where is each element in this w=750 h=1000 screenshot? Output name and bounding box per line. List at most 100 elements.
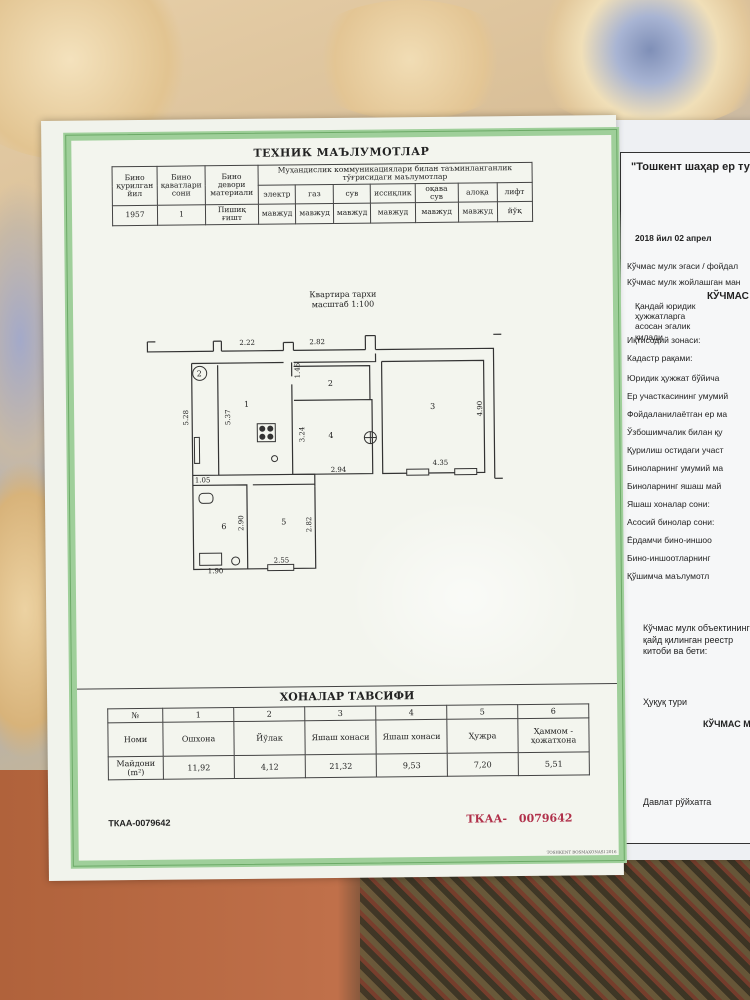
room-area: 9,53 [376, 753, 448, 778]
room-area: 4,12 [234, 754, 306, 779]
right-doc-subheading: КЎЧМАС М [703, 719, 750, 729]
right-doc-line: Яшаш хоналар сони: [627, 499, 710, 509]
right-doc-line: Ўзбошимчалик билан қу [627, 427, 723, 437]
utility-name: сув [333, 183, 371, 204]
rooms-header-area: Майдони (m²) [108, 756, 164, 780]
room-area: 11,92 [163, 755, 235, 780]
serial-number-right: ТКАА- 0079642 [466, 812, 572, 826]
utility-name: иссиқлик [370, 183, 416, 204]
right-doc-date: 2018 йил 02 апрел [635, 233, 712, 243]
dim-label: 1.05 [195, 476, 211, 484]
right-doc-title: "Тошкент шаҳар ер туз [631, 161, 750, 173]
utility-name: оқава сув [414, 182, 459, 203]
room-name: Ошхона [162, 721, 235, 757]
apartment-floor-plan: 2.22 2.82 1.46 5.28 5.37 3.24 2.94 4.90 … [146, 333, 503, 575]
room-no: 6 [517, 703, 589, 719]
utility-value: йўқ [497, 201, 533, 222]
room-area: 7,20 [447, 752, 519, 777]
right-doc-line: Кўчмас мулк жойлашган ман [627, 277, 741, 287]
utility-value: мавжуд [295, 203, 334, 224]
dim-label: 2.22 [239, 339, 255, 347]
header-wall: Бино девори материали [204, 165, 259, 205]
utility-value: мавжуд [415, 202, 459, 223]
rooms-table: № 1 2 3 4 5 6 Номи Ошхона Йўлак Яшаш хон… [107, 703, 590, 780]
right-doc-line: Қўшимча маълумотл [627, 571, 710, 581]
utility-name: лифт [496, 181, 533, 202]
value-floors: 1 [157, 204, 206, 225]
right-doc-line: Кўчмас мулк эгаси / фойдал [627, 261, 739, 271]
right-doc-line: Юридик ҳужжат бўйича [627, 373, 720, 383]
carpet [360, 860, 750, 1000]
room-area: 21,32 [305, 754, 377, 778]
dim-label: 5.28 [182, 410, 190, 426]
right-doc-line: Иқтисодий зонаси: [627, 335, 701, 345]
right-doc-line: Кадастр рақами: [627, 353, 693, 363]
rooms-header-name: Номи [107, 722, 164, 757]
header-year: Бино қурилган йил [112, 166, 158, 206]
page-border: ТЕХНИК МАЪЛУМОТЛАР Бино қурилган йил Бин… [63, 126, 627, 869]
room-label-1: 1 [244, 400, 249, 409]
room-label-circle: 2 [197, 369, 202, 378]
room-no: 4 [375, 705, 447, 721]
room-label-2: 2 [328, 379, 333, 388]
right-document-frame: "Тошкент шаҳар ер туз 2018 йил 02 апрел … [620, 152, 750, 844]
room-no: 5 [446, 704, 518, 720]
room-no: 3 [304, 706, 376, 721]
room-name: Яшаш хонаси [304, 720, 377, 755]
utility-value: мавжуд [333, 203, 371, 223]
value-wall: Пишиқ ғишт [205, 204, 259, 225]
utility-name: газ [295, 183, 334, 204]
right-doc-line: Биноларнинг умумий ма [627, 463, 724, 473]
right-doc-heading: КЎЧМАС [707, 291, 749, 302]
right-doc-line: Биноларнинг яшаш май [627, 481, 722, 491]
room-no: 1 [162, 707, 234, 723]
serial-digits: 0079642 [518, 811, 573, 826]
room-no: 2 [233, 706, 305, 722]
dim-label: 2.82 [305, 517, 313, 533]
right-doc-right-type: Ҳуқуқ тури [643, 697, 688, 707]
dim-label: 2.94 [331, 466, 347, 474]
rooms-header-no: № [107, 708, 163, 723]
room-label-5: 5 [281, 517, 286, 526]
technical-data-table: Бино қурилган йил Бино қаватлари сони Би… [112, 162, 533, 226]
right-doc-line: Бино-иншоотларнинг [627, 553, 711, 563]
right-doc-line: Асосий бинолар сони: [627, 517, 715, 527]
dim-label: 2.90 [237, 515, 245, 531]
right-doc-registration: Давлат рўйхатга [643, 797, 712, 807]
dim-label: 2.55 [274, 556, 290, 564]
utility-name: алоқа [457, 182, 498, 203]
wallpaper-flower [300, 0, 520, 120]
dim-label: 4.90 [476, 401, 484, 417]
room-label-4: 4 [328, 431, 333, 440]
utility-value: мавжуд [370, 202, 416, 223]
room-name: Яшаш хонаси [375, 719, 448, 755]
right-doc-line: Қандай юридик ҳужжатларга асосан эгалик … [635, 301, 696, 342]
header-floors: Бино қаватлари сони [157, 165, 206, 206]
room-area: 5,51 [518, 751, 590, 776]
value-year: 1957 [112, 205, 158, 226]
room-name: Ҳужра [446, 718, 519, 754]
utility-value: мавжуд [258, 203, 296, 224]
right-doc-register: Кўчмас мулк объектининг қайд қилинган ре… [643, 623, 750, 657]
dim-label: 4.35 [433, 459, 449, 467]
serial-prefix: ТКАА- [466, 812, 508, 826]
utility-name: электр [258, 184, 296, 205]
right-doc-line: Фойдаланилаётган ер ма [627, 409, 728, 419]
dim-label: 1.90 [208, 567, 224, 575]
room-label-6: 6 [221, 522, 226, 531]
right-doc-line: Ёрдамчи бино-иншоо [627, 535, 712, 545]
technical-passport-page: ТЕХНИК МАЪЛУМОТЛАР Бино қурилган йил Бин… [41, 115, 627, 881]
utility-value: мавжуд [458, 201, 498, 222]
dim-label: 1.46 [294, 362, 302, 378]
dim-label: 3.24 [298, 426, 306, 442]
tech-section-title: ТЕХНИК МАЪЛУМОТЛАР [253, 144, 430, 160]
right-doc-line: Қурилиш остидаги участ [627, 445, 724, 455]
room-name: Ҳаммом - ҳожатхона [517, 717, 590, 753]
room-label-3: 3 [430, 402, 435, 411]
serial-number-left: ТКАА-0079642 [108, 817, 171, 829]
room-name: Йўлак [233, 720, 306, 756]
printer-imprint: TOSHKENT BOSMAXONASI 2016 [546, 849, 617, 855]
dim-label: 5.37 [224, 409, 232, 425]
right-doc-line: Ер участкасининг умумий [627, 391, 729, 401]
